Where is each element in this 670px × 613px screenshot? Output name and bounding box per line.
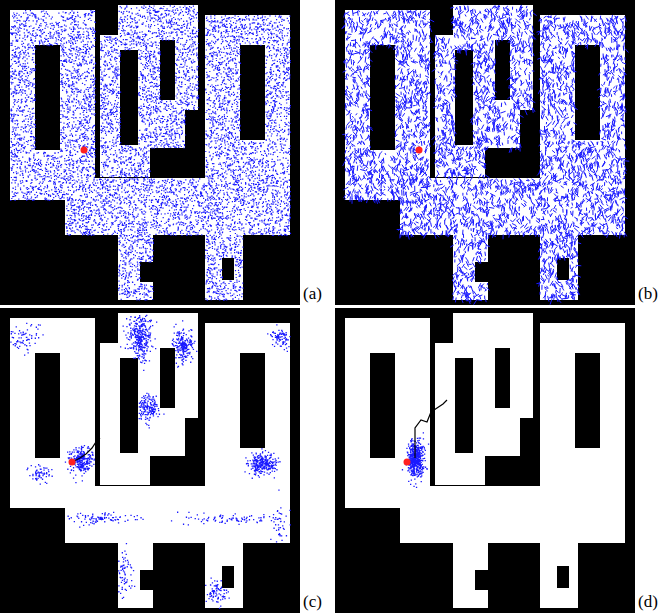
robot-path xyxy=(415,400,447,458)
free-space xyxy=(10,318,95,508)
wall-block xyxy=(100,5,118,35)
wall-block xyxy=(520,418,533,456)
free-space xyxy=(205,541,243,608)
wall-block xyxy=(557,258,569,280)
wall-block xyxy=(185,418,198,456)
wall-block xyxy=(120,50,138,145)
robot-position xyxy=(416,147,423,154)
robot-position xyxy=(81,147,88,154)
wall-block xyxy=(35,353,60,458)
wall-block xyxy=(240,353,265,448)
panel-label: (d) xyxy=(638,593,658,610)
robot-position xyxy=(69,459,76,466)
free-space xyxy=(400,486,625,543)
wall-block xyxy=(100,313,118,343)
map-panel xyxy=(335,308,635,613)
free-space xyxy=(345,318,430,508)
wall-block xyxy=(140,262,153,282)
wall-block xyxy=(455,358,473,453)
free-space xyxy=(205,233,243,300)
wall-block xyxy=(120,358,138,453)
robot-path xyxy=(70,438,100,463)
wall-block xyxy=(222,566,234,588)
map-ground xyxy=(335,0,635,305)
wall-block xyxy=(370,45,395,150)
wall-block xyxy=(222,258,234,280)
wall-block xyxy=(455,50,473,145)
wall-block xyxy=(475,262,488,282)
wall-block xyxy=(435,5,453,35)
wall-block xyxy=(35,45,60,150)
wall-block xyxy=(240,45,265,140)
free-space xyxy=(540,541,578,608)
map-panel xyxy=(0,308,300,613)
wall-block xyxy=(160,348,175,408)
panel-label: (c) xyxy=(303,593,322,610)
wall-block xyxy=(160,40,175,100)
wall-block xyxy=(140,570,153,590)
wall-block xyxy=(475,570,488,590)
wall-block xyxy=(185,110,198,148)
wall-block xyxy=(150,148,198,178)
map-ground xyxy=(0,308,300,613)
free-space xyxy=(435,313,533,485)
wall-block xyxy=(495,40,510,100)
wall-block xyxy=(495,348,510,408)
wall-block xyxy=(150,456,198,486)
panel-label: (b) xyxy=(638,285,658,302)
free-space xyxy=(65,178,290,235)
map-ground xyxy=(335,308,635,613)
free-space xyxy=(453,541,488,608)
wall-block xyxy=(575,353,600,448)
free-space xyxy=(65,486,290,543)
map-panel xyxy=(335,0,635,305)
wall-block xyxy=(557,566,569,588)
wall-block xyxy=(435,313,453,343)
map-panel xyxy=(0,0,300,305)
wall-block xyxy=(370,353,395,458)
wall-block xyxy=(575,45,600,140)
panel-label: (a) xyxy=(303,285,322,302)
wall-block xyxy=(520,110,533,148)
map-ground xyxy=(0,0,300,305)
particles xyxy=(342,5,630,305)
particles xyxy=(10,315,291,609)
particles xyxy=(10,5,291,301)
robot-position xyxy=(404,459,411,466)
wall-block xyxy=(485,456,533,486)
